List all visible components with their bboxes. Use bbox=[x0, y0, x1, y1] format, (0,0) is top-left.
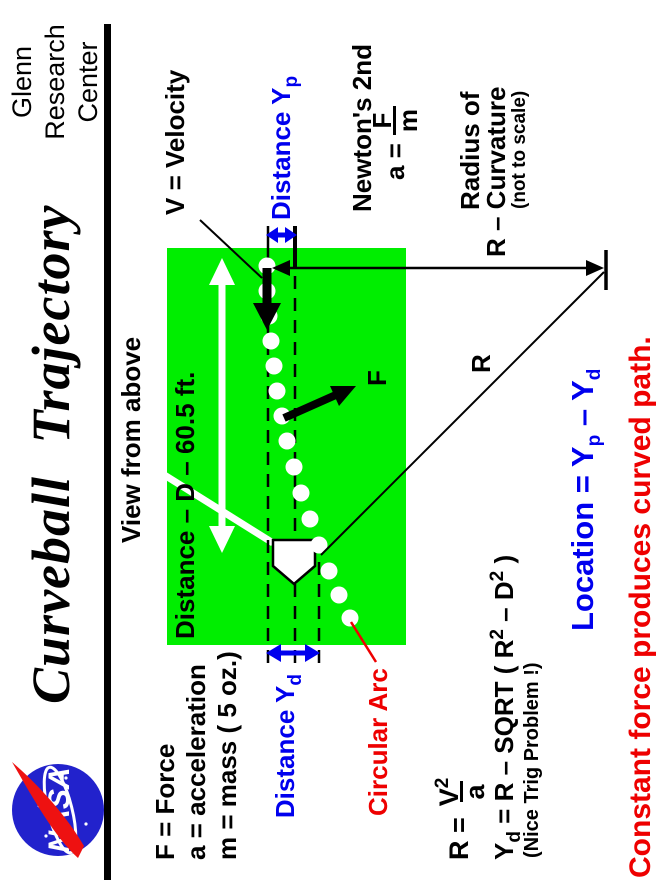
distance-yd-label: Distance Yd bbox=[270, 674, 306, 819]
distance-yp-label: Distance Yp bbox=[266, 75, 302, 220]
newton-f: F bbox=[367, 112, 397, 129]
radius-formula: R = V2 a bbox=[432, 775, 490, 860]
location-equation: Location = Yp – Yd bbox=[565, 368, 605, 631]
org-line-2: Research bbox=[40, 24, 70, 140]
yp-arrow bbox=[266, 227, 297, 243]
newton-fraction: F m bbox=[367, 106, 423, 136]
force-label: F bbox=[362, 370, 392, 386]
org-line-1: Glenn bbox=[7, 45, 37, 119]
trig-note: (Nice Trig Problem !) bbox=[521, 662, 543, 858]
nasa-logo: NASA bbox=[6, 754, 106, 866]
newton-equation: a = F m bbox=[367, 106, 423, 180]
circular-arc-label: Circular Arc bbox=[363, 668, 393, 816]
view-from-above-label: View from above bbox=[116, 336, 146, 543]
org-line-3: Center bbox=[73, 41, 103, 123]
radius-formula-a: a bbox=[460, 781, 490, 803]
constant-force-caption: Constant force produces curved path. bbox=[624, 336, 657, 878]
definition-force: F = Force bbox=[150, 743, 180, 860]
newton-a-eq: a = bbox=[380, 143, 410, 180]
header-rule bbox=[104, 24, 111, 880]
yd-arrow bbox=[266, 644, 320, 662]
yp-subscript: p bbox=[281, 75, 302, 88]
definition-acceleration: a = acceleration bbox=[181, 664, 211, 860]
radius-diagonal-label: R bbox=[466, 354, 496, 373]
radius-label-line2: R – Curvature bbox=[481, 86, 511, 258]
nasa-logo-chevron bbox=[12, 762, 84, 858]
org-name: Glenn Research Center bbox=[6, 4, 105, 160]
radius-formula-v-sup: 2 bbox=[432, 777, 453, 789]
newton-m: m bbox=[393, 106, 423, 136]
radius-formula-fraction: V2 a bbox=[432, 775, 490, 810]
radius-label-note: (not to scale) bbox=[509, 90, 530, 209]
definition-list: F = Force a = acceleration m = mass ( 5 … bbox=[150, 651, 243, 860]
definition-mass: m = mass ( 5 oz.) bbox=[212, 651, 242, 860]
radius-formula-lhs: R = bbox=[444, 817, 474, 860]
baseball-field bbox=[167, 248, 406, 645]
distance-d-label: Distance – D – 60.5 ft. bbox=[170, 371, 200, 639]
velocity-label: V = Velocity bbox=[160, 69, 190, 215]
page-title: Curveball Trajectory bbox=[21, 204, 81, 704]
yd-subscript: d bbox=[285, 674, 306, 686]
